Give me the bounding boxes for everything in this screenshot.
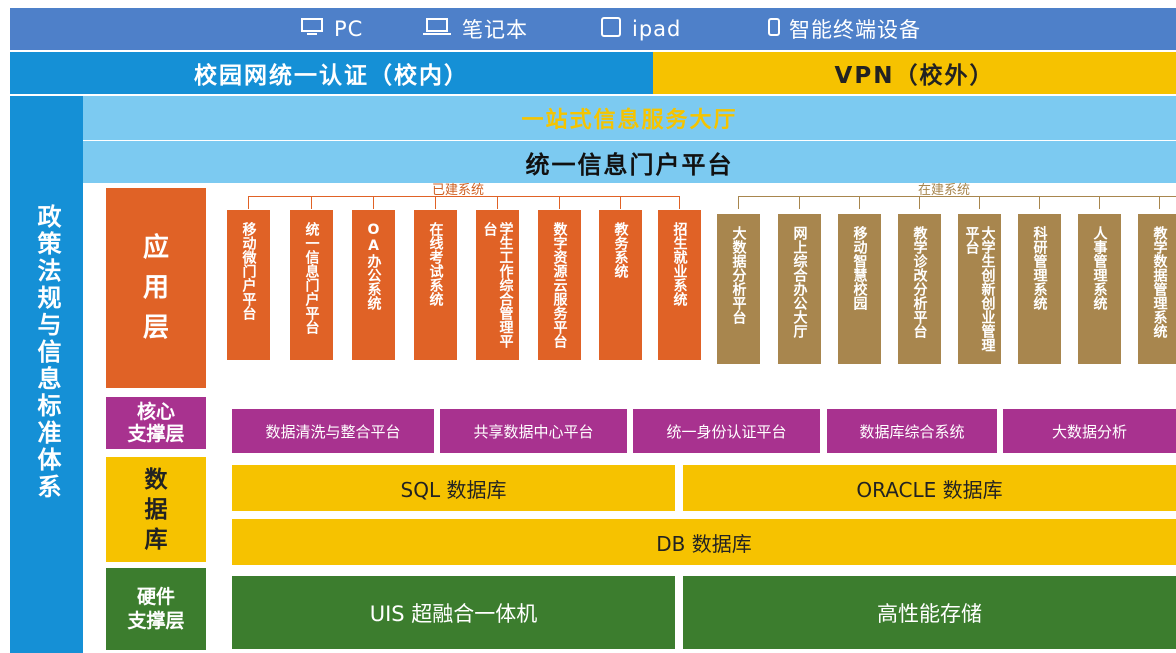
tree-connector [559, 196, 560, 209]
monitor-icon [300, 17, 324, 42]
device-ipad: ipad [600, 8, 681, 50]
device-bar: PC 笔记本 ipad 智能终端设备 [10, 8, 1176, 50]
building-system-label: 大学生创新创业管理平台 [963, 226, 996, 352]
built-system-label: 招生就业系统 [671, 222, 688, 306]
building-system-box: 教学数据管理系统 [1138, 214, 1176, 364]
tree-connector [497, 196, 498, 209]
vpn-auth-banner: VPN（校外） [653, 52, 1176, 94]
built-system-label: OA办公系统 [365, 222, 382, 310]
tablet-icon [600, 16, 622, 43]
tree-connector [620, 196, 621, 209]
built-system-label: 在线考试系统 [427, 222, 444, 306]
core-system-box: 共享数据中心平台 [440, 409, 627, 453]
building-system-label: 网上综合办公大厅 [791, 226, 808, 338]
core-system-box: 数据清洗与整合平台 [232, 409, 434, 453]
building-tree-line [738, 196, 1176, 197]
device-pc: PC [300, 8, 363, 50]
device-laptop: 笔记本 [422, 8, 528, 50]
uis-hyperconverged-box: UIS 超融合一体机 [232, 576, 675, 649]
policy-standards-text: 政策法规与信息标准体系 [33, 204, 61, 501]
built-system-label: 数字资源云服务平台 [551, 222, 568, 348]
tree-connector [738, 196, 739, 209]
building-system-label: 人事管理系统 [1091, 226, 1108, 310]
device-label: PC [334, 17, 364, 41]
tree-connector [919, 196, 920, 209]
tree-connector [248, 196, 249, 209]
built-system-box: 学生工作综合管理平台 [476, 210, 519, 360]
device-label: 智能终端设备 [789, 18, 921, 42]
built-system-box: 在线考试系统 [414, 210, 457, 360]
building-system-label: 教学诊改分析平台 [911, 226, 928, 338]
built-system-box: OA办公系统 [352, 210, 395, 360]
building-systems-label: 在建系统 [918, 183, 971, 198]
built-system-box: 移动微门户平台 [227, 210, 270, 360]
device-terminal: 智能终端设备 [767, 8, 921, 50]
tree-connector [435, 196, 436, 209]
building-system-box: 科研管理系统 [1018, 214, 1061, 364]
tree-connector [799, 196, 800, 209]
campus-auth-banner: 校园网统一认证（校内） [10, 52, 653, 94]
core-system-box: 大数据分析 [1003, 409, 1176, 453]
built-system-box: 教务系统 [599, 210, 642, 360]
built-system-label: 统一信息门户平台 [303, 222, 320, 334]
db-database-box: DB 数据库 [232, 519, 1176, 565]
tree-connector [311, 196, 312, 209]
oracle-database-box: ORACLE 数据库 [683, 465, 1176, 511]
tree-connector [1099, 196, 1100, 209]
built-system-box: 数字资源云服务平台 [538, 210, 581, 360]
building-system-box: 人事管理系统 [1078, 214, 1121, 364]
building-system-box: 网上综合办公大厅 [778, 214, 821, 364]
portal-platform-banner: 统一信息门户平台 [83, 141, 1176, 183]
built-system-label: 学生工作综合管理平台 [481, 222, 514, 348]
tree-connector [1159, 196, 1160, 209]
building-system-label: 大数据分析平台 [730, 226, 747, 324]
core-system-box: 数据库综合系统 [827, 409, 997, 453]
building-system-label: 科研管理系统 [1031, 226, 1048, 310]
built-tree-line [249, 196, 680, 197]
building-system-box: 移动智慧校园 [838, 214, 881, 364]
building-system-box: 大数据分析平台 [717, 214, 760, 364]
building-system-box: 大学生创新创业管理平台 [958, 214, 1001, 364]
building-system-label: 移动智慧校园 [851, 226, 868, 310]
tree-connector [679, 196, 680, 209]
tree-connector [1039, 196, 1040, 209]
hardware-layer-label: 硬件 支撑层 [106, 568, 206, 650]
built-system-box: 统一信息门户平台 [290, 210, 333, 360]
database-layer-label: 数 据 库 [106, 457, 206, 562]
building-system-box: 教学诊改分析平台 [898, 214, 941, 364]
tree-connector [859, 196, 860, 209]
service-hall-banner: 一站式信息服务大厅 [83, 96, 1176, 140]
application-layer-label: 应 用 层 [106, 188, 206, 388]
core-system-box: 统一身份认证平台 [633, 409, 820, 453]
device-label: ipad [632, 17, 682, 41]
sql-database-box: SQL 数据库 [232, 465, 675, 511]
device-label: 笔记本 [462, 18, 528, 42]
high-performance-storage-box: 高性能存储 [683, 576, 1176, 649]
phone-icon [767, 17, 781, 42]
built-system-box: 招生就业系统 [658, 210, 701, 360]
policy-standards-column: 政策法规与信息标准体系 [10, 96, 83, 653]
core-support-layer-label: 核心 支撑层 [106, 397, 206, 449]
tree-connector [373, 196, 374, 209]
building-system-label: 教学数据管理系统 [1151, 226, 1168, 338]
built-system-label: 教务系统 [612, 222, 629, 278]
built-systems-label: 已建系统 [432, 183, 485, 198]
built-system-label: 移动微门户平台 [240, 222, 257, 320]
laptop-icon [422, 17, 452, 42]
tree-connector [979, 196, 980, 209]
